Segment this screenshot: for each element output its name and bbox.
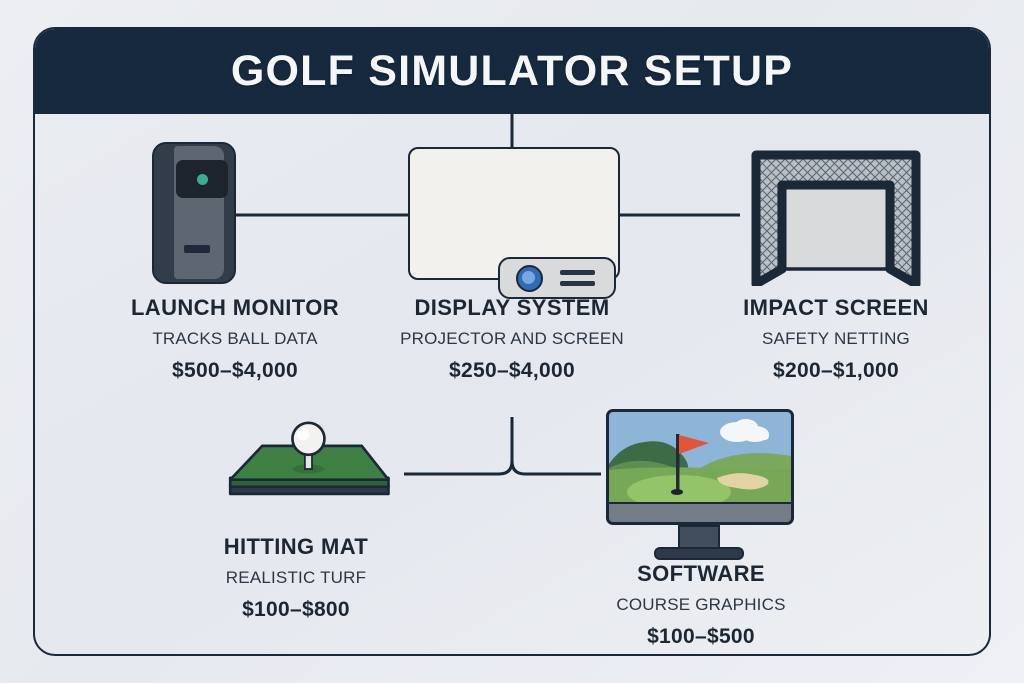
display-system-subtitle: PROJECTOR AND SCREEN: [400, 329, 624, 348]
impact-screen-price: $200–$1,000: [773, 359, 899, 382]
scene-cloud: [720, 419, 769, 442]
net-left-panel: [756, 155, 782, 284]
monitor-stand-base: [654, 547, 744, 560]
impact-screen-title: IMPACT SCREEN: [743, 295, 929, 320]
software-subtitle: COURSE GRAPHICS: [616, 595, 786, 614]
scene-flag-pole: [676, 434, 680, 492]
golf-ball-highlight: [296, 428, 310, 441]
scene-hole: [671, 489, 683, 495]
projector-lens-highlight: [522, 271, 535, 284]
software-price: $100–$500: [647, 625, 755, 648]
hitting-mat-price: $100–$800: [242, 598, 350, 621]
display-system-title: DISPLAY SYSTEM: [414, 295, 610, 320]
impact-net-icon: [740, 141, 932, 289]
page-title: GOLF SIMULATOR SETUP: [230, 47, 794, 95]
impact-net-drawing: [751, 150, 921, 286]
wire-display-to-lower-branch: [510, 417, 601, 476]
net-right-panel: [890, 155, 916, 284]
course-scene: [609, 412, 791, 509]
impact-screen-subtitle: SAFETY NETTING: [762, 329, 910, 348]
header-bar: GOLF SIMULATOR SETUP: [35, 29, 989, 114]
launch-monitor-price: $500–$4,000: [172, 359, 298, 382]
display-system-price: $250–$4,000: [449, 359, 575, 382]
impact-screen-label-group: IMPACT SCREEN SAFETY NETTING $200–$1,000: [656, 295, 989, 383]
display-system-label-group: DISPLAY SYSTEM PROJECTOR AND SCREEN $250…: [332, 295, 692, 383]
monitor-chin-bar: [609, 502, 791, 522]
net-center-screen-outline: [780, 183, 892, 271]
projector-vent-bar-1: [560, 270, 595, 275]
hitting-mat-drawing: [228, 421, 390, 496]
hitting-mat-label-group: HITTING MAT REALISTIC TURF $100–$800: [116, 534, 476, 622]
monitor-frame: [606, 409, 794, 525]
projector-screen-icon: [408, 147, 620, 302]
projector-lens: [516, 265, 543, 292]
monitor-course-icon: [606, 409, 796, 564]
hitting-mat-title: HITTING MAT: [223, 534, 369, 559]
software-label-group: SOFTWARE COURSE GRAPHICS $100–$500: [521, 561, 881, 649]
software-title: SOFTWARE: [637, 561, 765, 586]
projector-vent-bar-2: [560, 281, 595, 286]
net-top-panel: [756, 155, 916, 185]
launch-monitor-title: LAUNCH MONITOR: [130, 295, 340, 320]
launch-monitor-indicator-dot: [197, 174, 208, 185]
launch-monitor-label-group: LAUNCH MONITOR TRACKS BALL DATA $500–$4,…: [55, 295, 415, 383]
hitting-mat-icon: [188, 421, 404, 511]
scene-bunker: [717, 473, 769, 490]
launch-monitor-subtitle: TRACKS BALL DATA: [152, 329, 318, 348]
net-center-screen: [782, 185, 890, 269]
golf-ball: [291, 421, 326, 457]
wire-lower-branch-to-mat: [404, 460, 514, 476]
scene-flag: [679, 435, 709, 454]
launch-monitor-slot: [184, 245, 210, 253]
launch-monitor-icon: [152, 142, 236, 284]
infographic-card: GOLF SIMULATOR SETUP LAUNCH MONITOR TRAC…: [33, 27, 991, 656]
monitor-stand-neck: [678, 525, 720, 549]
hitting-mat-subtitle: REALISTIC TURF: [225, 568, 367, 587]
